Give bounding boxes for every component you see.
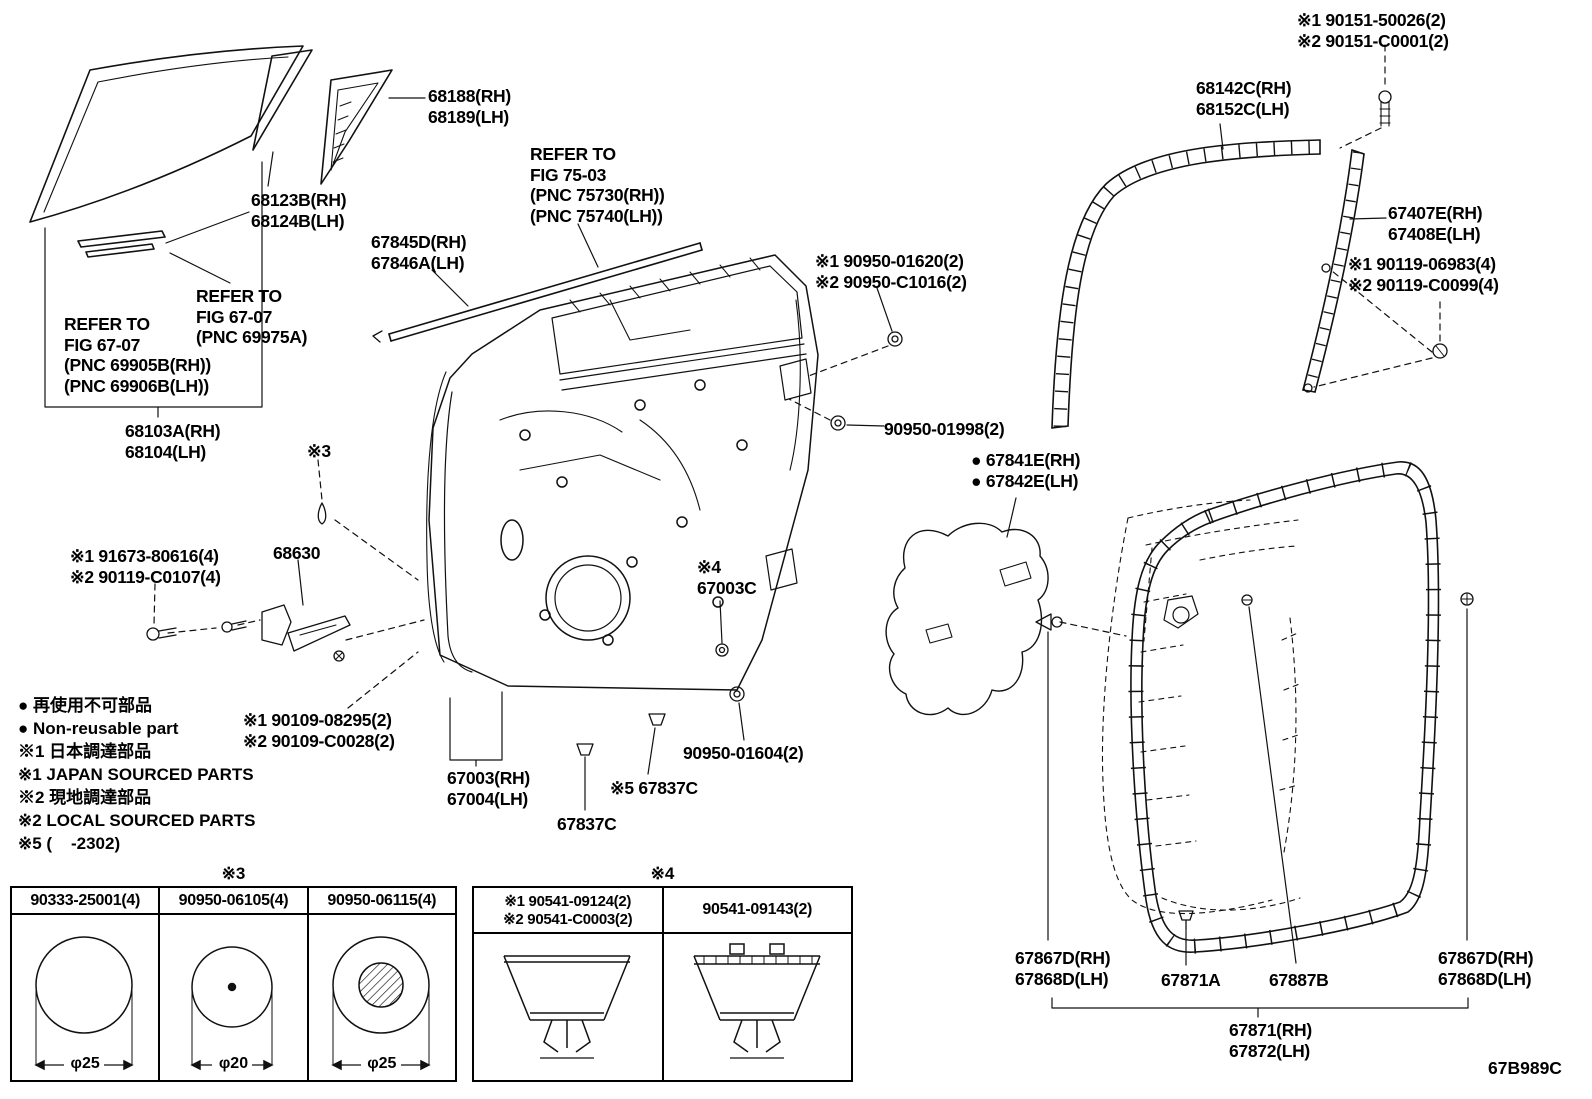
- label-68188: 68188(RH) 68189(LH): [428, 86, 511, 127]
- label-90119-06983: ※1 90119-06983(4) ※2 90119-C0099(4): [1348, 254, 1499, 295]
- note4-part-1: ※1 90541-09124(2) ※2 90541-C0003(2): [474, 888, 662, 934]
- quarter-frame-art: [320, 69, 393, 185]
- note3-part-2: 90950-06105(4): [160, 888, 307, 915]
- note3-part-3: 90950-06115(4): [308, 888, 455, 915]
- belt-strip-art: [77, 230, 166, 258]
- label-67871: 67871(RH) 67872(LH): [1229, 1020, 1312, 1061]
- note4-col-2: 90541-09143(2): [663, 888, 851, 1080]
- legend-line: ※2 LOCAL SOURCED PARTS: [18, 811, 256, 830]
- label-90950-01604: 90950-01604(2): [683, 743, 804, 763]
- grommet-drawing-2: [190, 946, 275, 1071]
- legend: ● 再使用不可部品 ● Non-reusable part ※1 日本調達部品 ※1 …: [18, 694, 255, 855]
- dashed-leader-lines: [153, 44, 1441, 709]
- run-channel-art: [1051, 139, 1321, 429]
- legend-line: ● Non-reusable part: [18, 719, 179, 738]
- leader-lines: [44, 97, 1469, 1018]
- clip-drawing-2: [692, 943, 821, 1059]
- label-67867D-left: 67867D(RH) 67868D(LH): [1015, 948, 1111, 989]
- label-note3-marker: ※3: [307, 441, 331, 461]
- note4-col-1: ※1 90541-09124(2) ※2 90541-C0003(2): [474, 888, 664, 1080]
- label-67871A: 67871A: [1161, 970, 1221, 990]
- note3-col-1: 90333-25001(4) φ25: [12, 888, 161, 1080]
- note3-col-3: 90950-06115(4): [308, 888, 455, 1080]
- label-refer-67-07-a: REFER TO FIG 67-07 (PNC 69975A): [196, 286, 308, 348]
- label-refer-67-07-b: REFER TO FIG 67-07 (PNC 69905B(RH)) (PNC…: [64, 314, 211, 396]
- label-68103A: 68103A(RH) 68104(LH): [125, 421, 221, 462]
- legend-line: ● 再使用不可部品: [18, 696, 152, 715]
- legend-line: ※5 ( -2302): [18, 834, 121, 853]
- note3-col-2: 90950-06105(4) φ20: [160, 888, 309, 1080]
- grommet-drawing-1: [34, 936, 134, 1071]
- legend-line: ※1 日本調達部品: [18, 742, 152, 761]
- note3-dim-2: φ20: [218, 1055, 249, 1072]
- grommet-drawing-3: [330, 936, 431, 1071]
- label-67867D-right: 67867D(RH) 67868D(LH): [1438, 948, 1534, 989]
- label-67003: 67003(RH) 67004(LH): [447, 768, 530, 809]
- note3-table: ※3 90333-25001(4) φ25: [10, 864, 457, 1082]
- label-refer-75-03: REFER TO FIG 75-03 (PNC 75730(RH)) (PNC …: [530, 144, 665, 226]
- label-68142C: 68142C(RH) 68152C(LH): [1196, 78, 1292, 119]
- label-90950-01620: ※1 90950-01620(2) ※2 90950-C1016(2): [815, 251, 967, 292]
- label-68630: 68630: [273, 543, 321, 563]
- label-67407E: 67407E(RH) 67408E(LH): [1388, 203, 1483, 244]
- door-panel-art: [426, 254, 819, 691]
- label-67003C: ※4 67003C: [697, 557, 757, 598]
- weatherstrip-art: [1128, 460, 1441, 954]
- note3-dim-1: φ25: [70, 1055, 100, 1072]
- note4-table: ※4 ※1 90541-09124(2) ※2 90541-C0003(2): [472, 864, 853, 1082]
- door-check-art: [261, 604, 351, 662]
- label-90109: ※1 90109-08295(2) ※2 90109-C0028(2): [243, 710, 395, 751]
- belt-molding-art: [372, 242, 703, 343]
- label-91673: ※1 91673-80616(4) ※2 90119-C0107(4): [70, 546, 221, 587]
- label-67837C-a: 67837C: [557, 814, 617, 834]
- clip-drawing-1: [503, 955, 631, 1059]
- diagram-code: 67B989C: [1488, 1058, 1562, 1078]
- service-hole-cover-art: [885, 522, 1049, 716]
- lock-detail-art: [1163, 595, 1199, 629]
- label-67837C-b: ※5 67837C: [610, 778, 698, 798]
- note3-dim-3: φ25: [367, 1055, 397, 1072]
- quarter-glass-art: [252, 49, 313, 151]
- note4-part-2: 90541-09143(2): [663, 888, 851, 934]
- dashed-door-art: [1101, 499, 1303, 915]
- label-68123B: 68123B(RH) 68124B(LH): [251, 190, 347, 231]
- hardware-art: [146, 90, 1474, 931]
- legend-line: ※1 JAPAN SOURCED PARTS: [18, 765, 254, 784]
- label-67841E: ● 67841E(RH) ● 67842E(LH): [971, 450, 1081, 491]
- door-glass-art: [29, 45, 304, 223]
- label-90950-01998: 90950-01998(2): [884, 419, 1005, 439]
- legend-line: ※2 現地調達部品: [18, 788, 152, 807]
- label-67845D: 67845D(RH) 67846A(LH): [371, 232, 467, 273]
- note4-title: ※4: [650, 864, 675, 883]
- label-67887B: 67887B: [1269, 970, 1329, 990]
- label-90151: ※1 90151-50026(2) ※2 90151-C0001(2): [1297, 10, 1449, 51]
- note3-part-1: 90333-25001(4): [12, 888, 159, 915]
- note3-title: ※3: [221, 864, 246, 883]
